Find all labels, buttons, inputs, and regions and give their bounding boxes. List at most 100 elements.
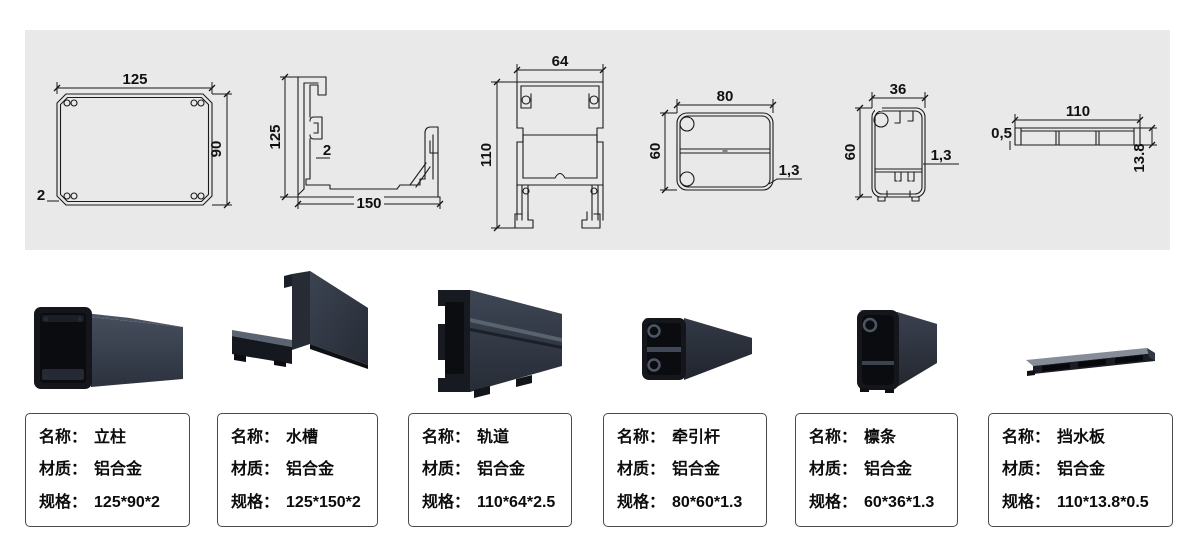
name-value: 牵引杆 [672,429,721,446]
name-label: 名称： [231,429,280,446]
material-value: 铝合金 [94,461,143,479]
field-spec: 规格： 80*60*1.3 [617,494,766,512]
name-value: 挡水板 [1057,429,1106,446]
dim-height-label: 125 [267,124,284,149]
dim-width-label: 64 [552,53,569,70]
spec-card-purlin: 名称： 檩条 材质： 铝合金 规格： 60*36*1.3 [795,413,958,527]
dim-height-label: 13.8 [1131,143,1148,172]
name-value: 立柱 [94,429,127,446]
spec-value: 60*36*1.3 [864,493,935,511]
spec-card-water-baffle: 名称： 挡水板 材质： 铝合金 规格： 110*13.8*0.5 [988,413,1173,527]
field-name: 名称： 立柱 [39,429,189,447]
field-name: 名称： 檩条 [809,429,957,447]
dim-thickness-label: 2 [37,187,45,204]
material-label: 材质： [1002,461,1051,479]
profile-outline [871,107,926,202]
field-material: 材质： 铝合金 [1002,461,1172,479]
material-label: 材质： [39,461,88,479]
dim-thickness-label: 2 [323,142,331,159]
name-label: 名称： [39,429,88,446]
field-material: 材质： 铝合金 [809,461,957,479]
field-spec: 规格： 60*36*1.3 [809,494,957,512]
dim-height-label: 90 [208,141,225,158]
spec-label: 规格： [809,493,858,511]
profile-outline [1014,127,1141,146]
material-value: 铝合金 [1057,461,1106,479]
name-label: 名称： [809,429,858,446]
profile-outline [514,81,604,229]
field-spec: 规格： 110*64*2.5 [422,494,571,512]
dim-height-label: 110 [478,143,495,167]
drawing-track-cross-section: 64 110 [478,53,607,232]
dim-thickness-label: 0,5 [991,125,1012,142]
drawing-traction-rod-cross-section: 80 60 1,3 [647,88,802,194]
dim-width-label: 36 [890,81,907,98]
dimension-lines [1009,114,1157,150]
drawing-column-cross-section: 125 90 2 [37,71,232,209]
material-value: 铝合金 [286,461,335,479]
name-value: 轨道 [477,429,510,446]
material-value: 铝合金 [477,461,526,479]
field-name: 名称： 轨道 [422,429,571,447]
spec-value: 110*13.8*0.5 [1057,493,1149,511]
dimension-lines [491,64,604,229]
name-label: 名称： [617,429,666,446]
profile-outline [297,76,441,198]
render-purlin-photo [857,310,937,393]
render-water-baffle-photo [1026,348,1155,376]
field-material: 材质： 铝合金 [231,461,377,479]
drawing-purlin-cross-section: 36 60 1,3 [842,81,959,202]
dim-width-label: 125 [122,71,147,88]
profile-outline [676,112,774,191]
dim-height-label: 60 [842,144,859,161]
dimension-lines [280,76,441,209]
spec-value: 110*64*2.5 [477,493,556,511]
name-label: 名称： [1002,429,1051,446]
profile-outline [56,93,213,206]
spec-value: 125*90*2 [94,493,160,511]
field-name: 名称： 挡水板 [1002,429,1172,447]
render-column-photo [34,307,183,389]
field-spec: 规格： 125*150*2 [231,494,377,512]
spec-label: 规格： [617,493,666,511]
dim-thickness-label: 1,3 [779,162,800,179]
render-traction-rod-photo [642,318,752,380]
spec-card-traction-rod: 名称： 牵引杆 材质： 铝合金 规格： 80*60*1.3 [603,413,767,527]
field-material: 材质： 铝合金 [422,461,571,479]
spec-label: 规格： [1002,493,1051,511]
dim-width-label: 110 [1066,103,1090,120]
material-label: 材质： [809,461,858,479]
field-material: 材质： 铝合金 [39,461,189,479]
name-value: 檩条 [864,429,897,446]
name-label: 名称： [422,429,471,446]
field-name: 名称： 牵引杆 [617,429,766,447]
field-spec: 规格：125*90*2 [39,494,189,512]
drawing-water-baffle-cross-section: 110 0,5 13.8 [991,103,1157,173]
spec-value: 125*150*2 [286,493,361,511]
material-label: 材质： [231,461,280,479]
spec-card-track: 名称： 轨道 材质： 铝合金 规格： 110*64*2.5 [408,413,572,527]
material-label: 材质： [422,461,471,479]
field-name: 名称： 水槽 [231,429,377,447]
dim-width-label: 150 [356,195,381,212]
material-value: 铝合金 [672,461,721,479]
field-material: 材质： 铝合金 [617,461,766,479]
spec-card-column: 名称： 立柱 材质： 铝合金 规格：125*90*2 [25,413,190,527]
dimension-lines [660,99,802,191]
field-spec: 规格： 110*13.8*0.5 [1002,494,1172,512]
dimension-lines [855,92,959,198]
name-value: 水槽 [286,429,319,446]
spec-label: 规格： [231,493,280,511]
dim-height-label: 60 [647,143,664,160]
material-value: 铝合金 [864,461,913,479]
dim-thickness-label: 1,3 [931,147,952,164]
dim-width-label: 80 [717,88,734,105]
spec-card-gutter: 名称： 水槽 材质： 铝合金 规格： 125*150*2 [217,413,378,527]
spec-value: 80*60*1.3 [672,493,743,511]
keyhole-opening [875,105,882,111]
render-track-photo [438,290,562,398]
material-label: 材质： [617,461,666,479]
spec-label: 规格： [422,493,471,511]
render-gutter-photo [232,271,368,369]
